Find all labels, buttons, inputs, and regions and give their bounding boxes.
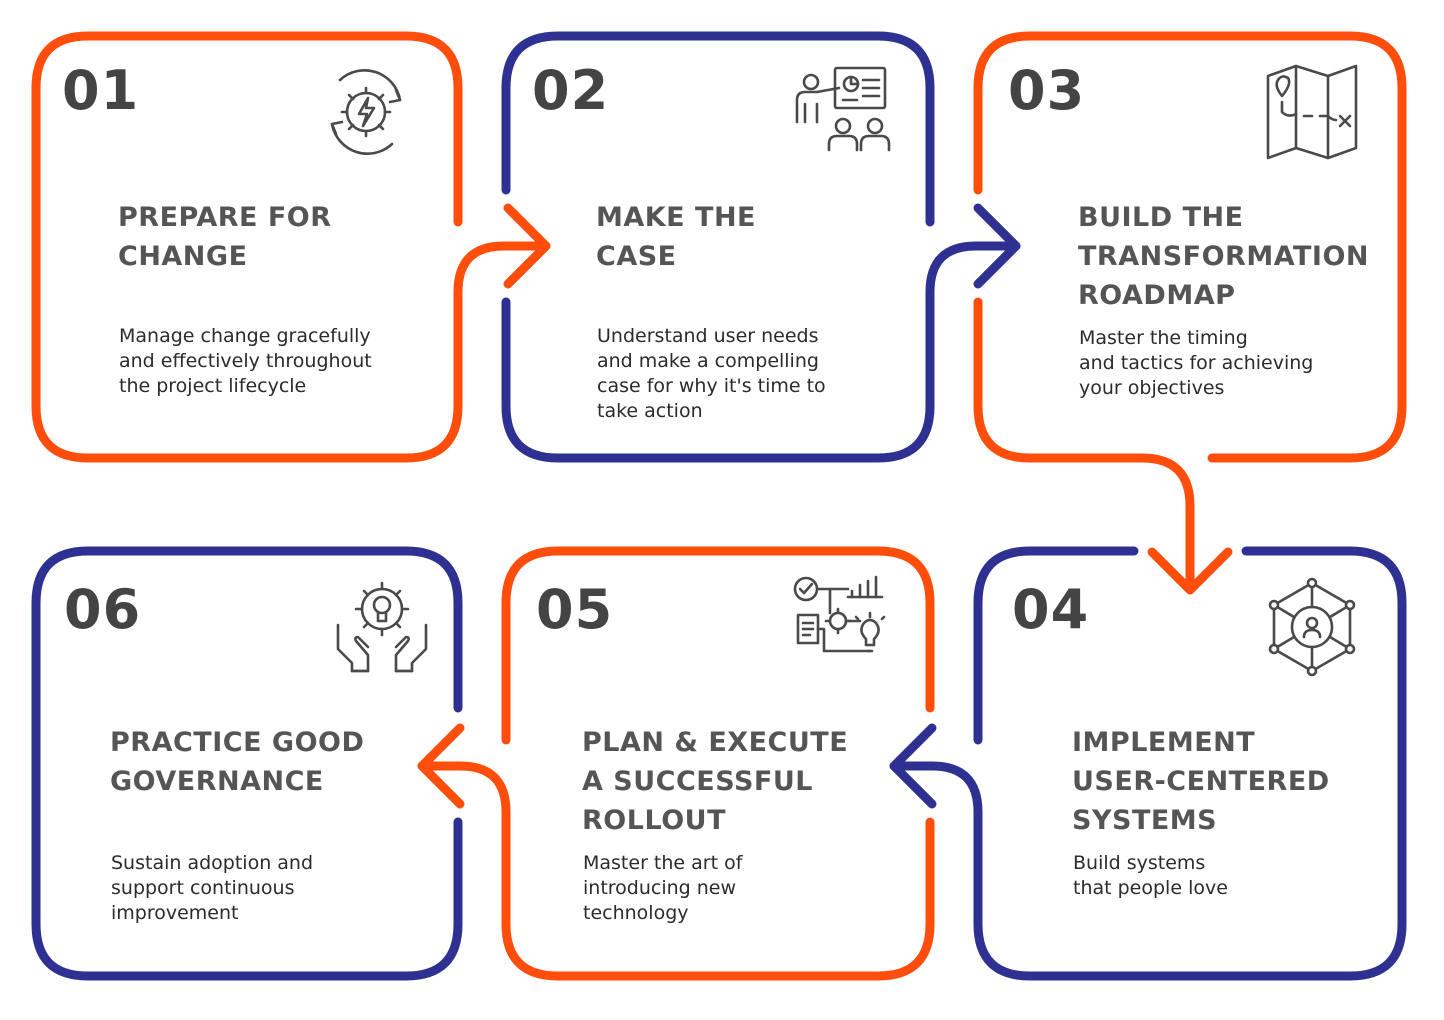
step-01-title: PREPARE FOR CHANGE [118, 202, 332, 272]
step-05-number: 05 [536, 578, 614, 641]
step-02-number: 02 [532, 59, 610, 122]
step-04-description: Build systems that people love [1073, 852, 1228, 899]
presentation-audience-icon [791, 62, 891, 162]
step-04-frame [973, 546, 1139, 745]
step-05-card: 05 PLAN & EXECUTE A SUCCESSFUL ROLLOUT M… [506, 551, 936, 981]
step-06-card: 06 PRACTICE GOOD GOVERNANCE Sustain adop… [36, 551, 466, 981]
step-06-description: Sustain adoption and support continuous … [111, 852, 314, 924]
connector-arrowhead-04-05 [889, 723, 937, 809]
step-03-title: BUILD THE TRANSFORMATION ROADMAP [1078, 202, 1370, 311]
step-06-title: PRACTICE GOOD GOVERNANCE [110, 727, 365, 797]
hands-gear-icon [332, 575, 432, 675]
step-04-title: IMPLEMENT USER-CENTERED SYSTEMS [1072, 727, 1330, 836]
step-02-title: MAKE THE CASE [596, 202, 756, 272]
step-05-frame-lower [417, 761, 935, 981]
connector-arrowhead-01-02 [503, 203, 551, 289]
workflow-process-icon [790, 573, 890, 673]
step-05-description: Master the art of introducing new techno… [583, 852, 743, 924]
step-02-frame [501, 31, 935, 227]
step-01-card: 01 PREPARE FOR CHANGE Manage change grac… [36, 36, 466, 466]
step-01-frame [31, 31, 551, 463]
network-user-icon [1262, 577, 1362, 677]
step-03-card: 03 BUILD THE TRANSFORMATION ROADMAP Mast… [978, 36, 1408, 466]
step-05-title: PLAN & EXECUTE A SUCCESSFUL ROLLOUT [582, 727, 849, 836]
connector-arrowhead-02-03 [973, 203, 1021, 289]
gear-cycle-lightning-icon [316, 62, 416, 162]
step-02-card: 02 MAKE THE CASE Understand user needs a… [506, 36, 936, 466]
step-04-number: 04 [1012, 578, 1090, 641]
map-route-icon [1262, 62, 1362, 162]
step-04-frame-lower [889, 546, 1407, 981]
step-03-frame-lower [973, 297, 1195, 595]
step-03-description: Master the timing and tactics for achiev… [1079, 327, 1314, 399]
connector-arrowhead-03-04 [1147, 547, 1233, 595]
step-06-frame [31, 546, 463, 981]
step-02-description: Understand user needs and make a compell… [597, 325, 826, 422]
step-06-number: 06 [64, 578, 142, 641]
connector-arrowhead-05-06 [417, 723, 465, 809]
step-03-frame [973, 31, 1407, 463]
step-05-frame [501, 546, 935, 745]
step-01-number: 01 [62, 59, 140, 122]
step-03-number: 03 [1008, 59, 1086, 122]
step-04-card: 04 IMPLEMENT USER-CENTERED SYSTEMS Build… [978, 551, 1408, 981]
step-02-frame-lower [501, 241, 1021, 463]
step-01-description: Manage change gracefully and effectively… [119, 325, 372, 397]
